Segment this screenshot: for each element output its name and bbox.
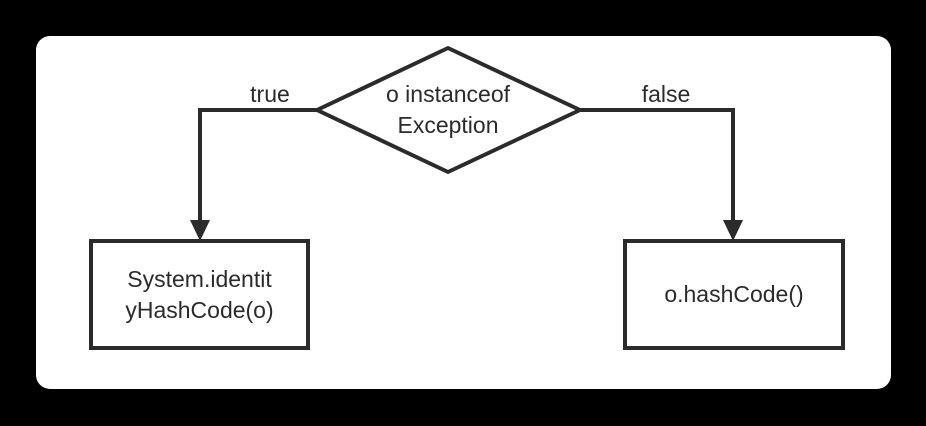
decision-label-line1: o instanceof (385, 81, 511, 107)
true-branch-arrowhead-icon (190, 220, 210, 241)
flowchart-canvas: o instanceof Exception true false System… (36, 36, 891, 389)
false-branch-arrowhead-icon (723, 220, 743, 241)
flowchart-shapes (89, 46, 845, 350)
branch-label-false: false (641, 81, 691, 107)
false-node-label: o.hashCode() (664, 281, 804, 307)
false-node-box (623, 239, 845, 350)
false-branch-connector (580, 108, 735, 224)
decision-label-line2: Exception (397, 112, 499, 138)
decision-diamond (315, 46, 582, 174)
true-node-label-line1: System.identit (127, 265, 272, 292)
decision-node-label: o instanceof Exception (328, 79, 568, 141)
true-node-label-line2: yHashCode(o) (125, 296, 274, 323)
true-node-box (89, 239, 310, 350)
true-branch-connector (198, 108, 317, 224)
branch-label-true: true (250, 81, 290, 107)
true-node-label: System.identit yHashCode(o) (91, 241, 308, 348)
